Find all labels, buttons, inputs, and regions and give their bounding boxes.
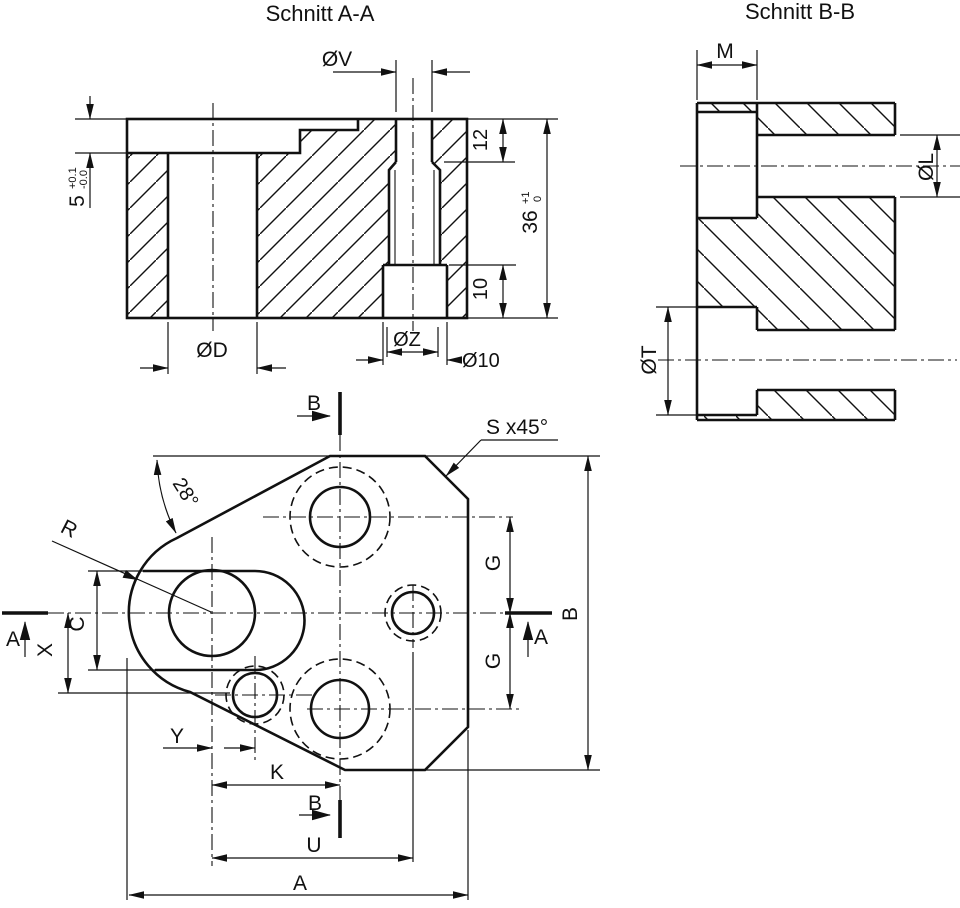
dim-a-width-label: A [293,872,307,895]
svg-text:ØT: ØT [638,345,661,374]
plan-extension-lines [58,455,600,900]
dim-36-label: 36 +1 0 [519,191,544,233]
bb-body-outline [695,101,897,422]
dim-dia-10-label: Ø10 [462,350,500,372]
dim-5-label: 5 +0.1 -0.0 [66,167,90,207]
cut-marker-b-bottom: B [308,792,322,815]
dim-radius-label: R [57,516,81,543]
aa-centerlines [212,78,414,331]
cut-marker-a-right: A [534,626,548,649]
dim-dia-l-label: ØL [915,153,938,181]
section-bb-view: Schnitt B-B [638,0,960,422]
dim-c-label: C [66,616,89,631]
svg-text:0: 0 [532,196,544,202]
dim-x-label: X [34,643,57,657]
plan-part-outline [127,454,470,772]
svg-text:G: G [482,653,505,669]
plan-chamfer-note: S x45° [445,416,558,477]
svg-text:G: G [482,555,505,571]
svg-text:36: 36 [519,210,542,233]
bb-dimension-lines [664,61,941,416]
dim-dia-d-label: ØD [196,339,228,362]
aa-body-outline [125,117,469,320]
dim-g-upper-label: G [482,555,505,571]
svg-text:+0.1: +0.1 [67,167,79,189]
dim-dia-t-label: ØT [638,345,661,374]
svg-text:C: C [66,616,89,631]
svg-text:B: B [559,607,582,621]
dim-g-lower-label: G [482,653,505,669]
plan-dimension-lines [64,455,592,899]
svg-text:+1: +1 [520,191,532,204]
bb-hatch [697,103,895,420]
plan-view: B B A A 28° S x45° R [2,392,600,900]
plan-recess-outline [88,569,306,672]
plan-angle-dim: 28° [153,459,203,534]
section-bb-title: Schnitt B-B [745,0,855,24]
svg-text:10: 10 [470,278,492,300]
dim-k-label: K [270,761,284,784]
dim-b-height-label: B [559,607,582,621]
aa-dimension-lines [86,68,551,372]
cut-marker-b-top: B [307,392,321,415]
dim-dia-v-label: ØV [322,48,352,71]
dim-m-label: M [716,40,734,63]
dim-chamfer-label: S x45° [486,416,548,439]
plan-radius-dim: R [51,516,212,613]
dim-10-label: 10 [470,278,492,300]
dim-12-label: 12 [470,129,492,151]
cut-marker-a-left: A [6,628,20,651]
svg-text:X: X [34,643,57,657]
svg-text:ØL: ØL [915,153,938,181]
svg-text:12: 12 [470,129,492,151]
svg-text:5: 5 [66,195,89,207]
bb-centerlines [658,165,960,361]
svg-text:-0.0: -0.0 [78,170,90,189]
dim-dia-z-label: ØZ [393,329,421,351]
dim-y-label: Y [170,725,184,748]
aa-hatch [127,119,467,318]
dim-u-label: U [306,834,321,857]
section-aa-title: Schnitt A-A [266,1,375,26]
dim-angle-label: 28° [168,474,203,511]
section-aa-view: Schnitt A-A [66,1,558,374]
plan-centerlines [48,435,520,866]
plan-section-markers: B B A A [2,392,552,838]
